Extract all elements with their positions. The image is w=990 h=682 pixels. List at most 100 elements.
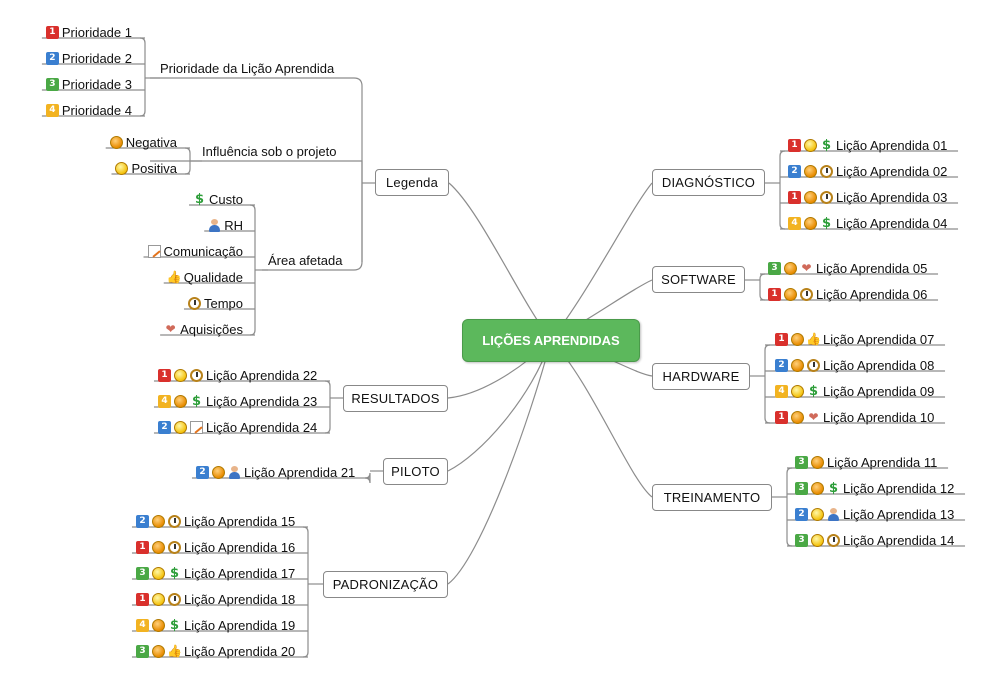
subtopic-label: Prioridade 2 [61, 50, 132, 66]
legend-item[interactable]: Comunicação [147, 241, 243, 261]
subtopic-label: Lição Aprendida 02 [836, 163, 948, 179]
clock-icon [807, 358, 820, 372]
sad-face-icon [804, 164, 817, 178]
clock-icon [820, 164, 833, 178]
priority-4-icon: 4 [775, 384, 788, 398]
lesson-item[interactable]: 1 Lição Aprendida 03 [788, 187, 947, 207]
subtopic-label: Prioridade 1 [61, 24, 132, 40]
person-icon [228, 465, 241, 479]
priority-3-icon: 3 [45, 77, 59, 91]
lesson-item[interactable]: 2 Lição Aprendida 02 [788, 161, 947, 181]
subtopic-label: Lição Aprendida 07 [823, 331, 935, 347]
subtopic-label: RH [224, 217, 243, 233]
subtopic-label: Negativa [125, 134, 177, 150]
priority-2-icon: 2 [157, 420, 171, 434]
clock-icon [167, 592, 181, 606]
legend-item[interactable]: Positiva [115, 158, 177, 178]
dollar-icon: $ [169, 617, 179, 633]
legend-item[interactable]: 👍Qualidade [167, 267, 243, 287]
priority-1-icon: 1 [157, 368, 171, 382]
lesson-item[interactable]: 1$Lição Aprendida 01 [788, 135, 947, 155]
legend-influence-label[interactable]: Influência sob o projeto [202, 144, 337, 159]
legend-item[interactable]: Negativa [109, 132, 177, 152]
branch-diagnostico[interactable]: DIAGNÓSTICO [652, 169, 765, 196]
legend-item[interactable]: Tempo [187, 293, 243, 313]
legend-priority-label[interactable]: Prioridade da Lição Aprendida [160, 61, 335, 76]
lesson-item[interactable]: 3❤Lição Aprendida 05 [768, 258, 927, 278]
subtopic-label: Lição Aprendida 24 [205, 419, 318, 435]
priority-1-icon: 1 [45, 25, 59, 39]
branch-hardware[interactable]: HARDWARE [652, 363, 750, 390]
connector-line [184, 147, 191, 175]
connector-line [786, 467, 793, 547]
subtopic-label: Lição Aprendida 08 [823, 357, 935, 373]
priority-4-icon: 4 [157, 394, 171, 408]
priority-2-icon: 2 [135, 514, 149, 528]
priority-2-icon: 2 [45, 51, 59, 65]
branch-piloto[interactable]: PILOTO [383, 458, 448, 485]
sad-face-icon [151, 618, 165, 632]
branch-treinamento[interactable]: TREINAMENTO [652, 484, 772, 511]
lesson-item[interactable]: 3$Lição Aprendida 17 [135, 563, 295, 583]
legend-item[interactable]: ❤Aquisições [164, 319, 243, 339]
subtopic-label: Lição Aprendida 05 [816, 260, 928, 276]
lesson-item[interactable]: 1👍Lição Aprendida 07 [775, 329, 934, 349]
priority-1-icon: 1 [788, 190, 801, 204]
subtopic-label: Lição Aprendida 20 [183, 643, 296, 659]
sad-face-icon [811, 455, 824, 469]
lesson-item[interactable]: 2 Lição Aprendida 24 [157, 417, 318, 437]
connector-line [447, 339, 552, 585]
subtopic-label: Lição Aprendida 16 [183, 539, 296, 555]
dollar-icon: $ [195, 191, 205, 207]
happy-face-icon [173, 368, 187, 382]
sad-face-icon [151, 540, 165, 554]
priority-4-icon: 4 [135, 618, 149, 632]
lesson-item[interactable]: 4$Lição Aprendida 09 [775, 381, 934, 401]
lesson-item[interactable]: 1❤Lição Aprendida 10 [775, 407, 934, 427]
central-topic[interactable]: LIÇÕES APRENDIDAS [462, 319, 640, 362]
priority-2-icon: 2 [788, 164, 801, 178]
subtopic-label: Qualidade [183, 269, 243, 285]
subtopic-label: Lição Aprendida 23 [205, 393, 318, 409]
branch-padronizacao[interactable]: PADRONIZAÇÃO [323, 571, 448, 598]
subtopic-label: Custo [209, 191, 243, 207]
lesson-item[interactable]: 3 👍Lição Aprendida 20 [135, 641, 296, 661]
branch-resultados[interactable]: RESULTADOS [343, 385, 448, 412]
lesson-item[interactable]: 4$Lição Aprendida 04 [788, 213, 947, 233]
sad-face-icon [151, 514, 165, 528]
legend-item[interactable]: $Custo [193, 189, 243, 209]
lesson-item[interactable]: 4$Lição Aprendida 19 [135, 615, 295, 635]
sad-face-icon [784, 287, 797, 301]
thumbs-up-icon: 👍 [167, 644, 182, 658]
lesson-item[interactable]: 4$Lição Aprendida 23 [157, 391, 318, 411]
lesson-item[interactable]: 3$Lição Aprendida 12 [795, 478, 954, 498]
subtopic-label: Lição Aprendida 09 [823, 383, 935, 399]
priority-3-icon: 3 [135, 644, 149, 658]
priority-1-icon: 1 [768, 287, 781, 301]
legend-item[interactable]: RH [208, 215, 243, 235]
priority-1-icon: 1 [135, 592, 149, 606]
connector-line [150, 77, 363, 183]
branch-legenda[interactable]: Legenda [375, 169, 449, 196]
legend-area-label[interactable]: Área afetada [268, 253, 343, 268]
subtopic-label: Lição Aprendida 03 [836, 189, 948, 205]
priority-3-icon: 3 [768, 261, 781, 275]
person-icon [827, 507, 840, 521]
branch-software[interactable]: SOFTWARE [652, 266, 745, 293]
connector-line [764, 344, 771, 424]
priority-1-icon: 1 [775, 410, 788, 424]
